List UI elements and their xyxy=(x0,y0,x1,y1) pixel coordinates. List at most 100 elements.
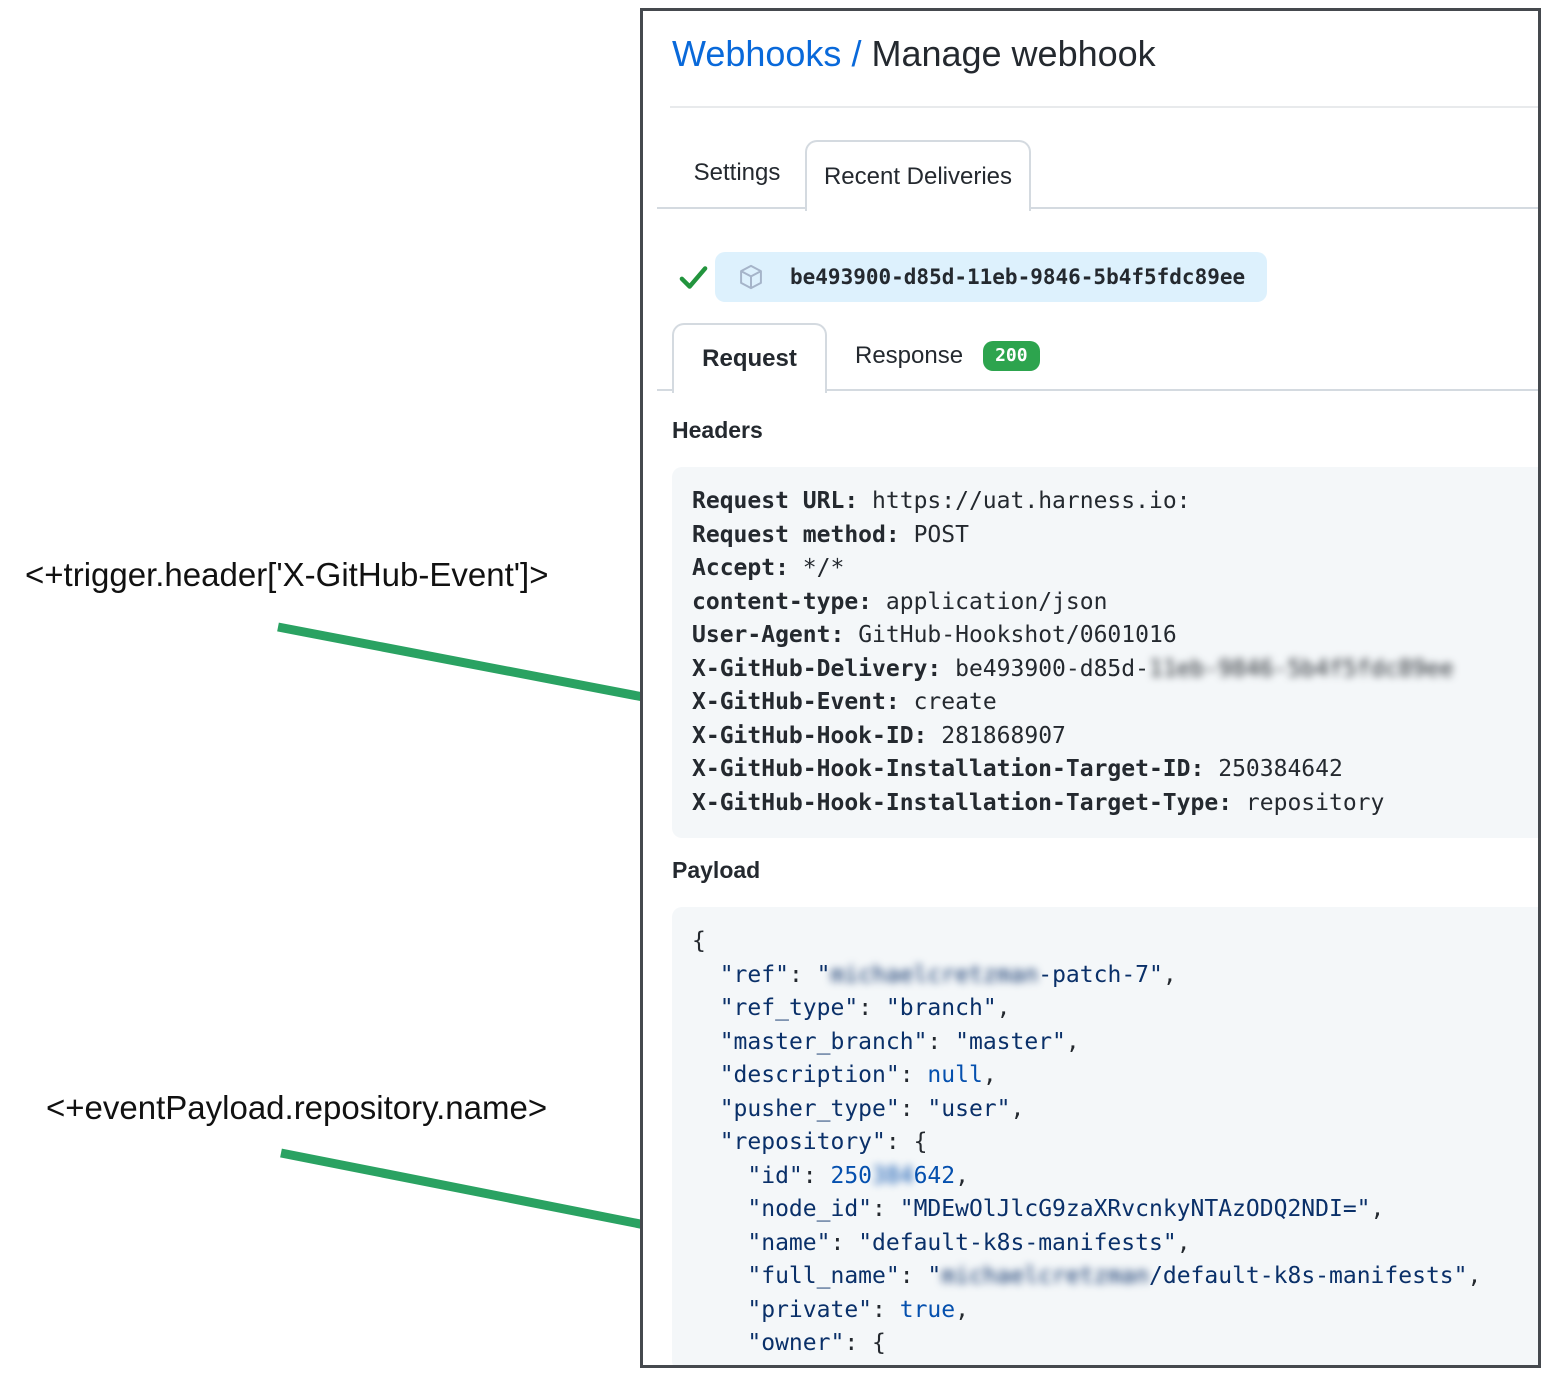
header-value: 250384642 xyxy=(1218,756,1343,782)
breadcrumb: Webhooks / Manage webhook xyxy=(672,33,1156,75)
payload-token: : xyxy=(872,1296,900,1323)
payload-token xyxy=(692,1330,747,1356)
payload-token: , xyxy=(1010,1095,1025,1122)
payload-token: -patch-7" xyxy=(1038,961,1163,988)
tab-recent-deliveries[interactable]: Recent Deliveries xyxy=(805,140,1031,211)
page-title: Manage webhook xyxy=(871,33,1156,74)
payload-line: "node_id": "MDEwOlJlcG9zaXRvcnkyNTAzODQ2… xyxy=(692,1193,1538,1227)
delivery-guid-pill[interactable]: be493900-d85d-11eb-9846-5b4f5fdc89ee xyxy=(715,252,1268,302)
payload-token: : { xyxy=(844,1330,886,1356)
payload-token xyxy=(692,962,720,988)
tab-request[interactable]: Request xyxy=(672,323,827,393)
payload-line: "name": "default-k8s-manifests", xyxy=(692,1227,1538,1261)
payload-line: "repository": { xyxy=(692,1126,1538,1160)
payload-token: : xyxy=(872,1196,900,1222)
header-value: repository xyxy=(1245,789,1385,816)
payload-token: "ref_type" xyxy=(719,995,859,1021)
payload-token: : { xyxy=(885,1129,928,1155)
payload-heading: Payload xyxy=(672,857,761,883)
payload-token: , xyxy=(1065,1028,1080,1055)
payload-token: , xyxy=(1176,1229,1191,1256)
payload-token xyxy=(692,1096,720,1122)
header-line: X-GitHub-Hook-Installation-Target-ID: 25… xyxy=(692,753,1538,787)
header-value: */* xyxy=(802,555,845,581)
payload-token: "id" xyxy=(747,1162,803,1189)
header-line: Accept: */* xyxy=(692,552,1538,586)
request-payload-box: { "ref": "michaelcretzman-patch-7", "ref… xyxy=(672,907,1538,1365)
payload-token xyxy=(692,1230,747,1256)
header-line: X-GitHub-Hook-Installation-Target-Type: … xyxy=(692,787,1538,821)
payload-line: "pusher_type": "user", xyxy=(692,1093,1538,1127)
tab-response-label: Response xyxy=(855,342,964,369)
payload-token: "name" xyxy=(747,1229,831,1256)
response-status-badge: 200 xyxy=(983,341,1040,371)
payload-token: : xyxy=(899,1062,928,1088)
payload-token: , xyxy=(982,1062,997,1088)
payload-token: "master" xyxy=(955,1028,1066,1055)
payload-token: 250 xyxy=(830,1162,873,1189)
breadcrumb-webhooks-link[interactable]: Webhooks xyxy=(672,33,842,74)
payload-token: "pusher_type" xyxy=(719,1095,900,1122)
payload-token: "branch" xyxy=(885,995,997,1021)
header-value: https://uat.harness.io: xyxy=(872,488,1191,514)
payload-token: "default-k8s-manifests" xyxy=(858,1229,1177,1256)
header-value-redacted: 11eb-9846-5b4f5fdc89ee xyxy=(1148,655,1454,682)
payload-token: " xyxy=(927,1263,942,1289)
headers-heading: Headers xyxy=(672,417,763,443)
payload-token: : xyxy=(899,1263,928,1289)
payload-token: "ref" xyxy=(719,961,789,988)
payload-token: : xyxy=(802,1162,831,1189)
payload-line: "ref": "michaelcretzman-patch-7", xyxy=(692,959,1538,993)
payload-token xyxy=(692,1029,720,1055)
header-key: X-GitHub-Hook-Installation-Target-ID: xyxy=(692,756,1205,782)
payload-token: "node_id" xyxy=(747,1196,873,1222)
payload-token: true xyxy=(899,1296,956,1323)
payload-line: "master_branch": "master", xyxy=(692,1026,1538,1060)
breadcrumb-separator: / xyxy=(841,33,872,74)
payload-token: , xyxy=(1370,1196,1385,1222)
payload-token: /default-k8s-manifests" xyxy=(1149,1263,1468,1289)
payload-line: "description": null, xyxy=(692,1059,1538,1093)
payload-token xyxy=(692,1129,720,1155)
header-key: X-GitHub-Delivery: xyxy=(692,655,942,682)
request-headers-box: Request URL: https://uat.harness.io:Requ… xyxy=(672,467,1538,838)
payload-token: "full_name" xyxy=(747,1263,900,1289)
payload-token xyxy=(692,1263,747,1289)
payload-token: "MDEwOlJlcG9zaXRvcnkyNTAzODQ2NDI=" xyxy=(899,1196,1371,1222)
header-line: Request URL: https://uat.harness.io: xyxy=(692,485,1538,519)
header-value: 281868907 xyxy=(941,722,1066,749)
title-divider xyxy=(670,106,1538,108)
payload-token: michaelcretzman xyxy=(941,1263,1149,1289)
check-icon xyxy=(679,266,708,289)
payload-line: "id": 250384642, xyxy=(692,1160,1538,1194)
subtab-bar-divider xyxy=(657,389,1538,391)
arrow-to-x-github-event xyxy=(277,622,670,710)
payload-line: "owner": { xyxy=(692,1327,1538,1361)
header-key: Request URL: xyxy=(692,488,859,514)
tab-bar-divider xyxy=(657,207,1538,209)
payload-line: "full_name": "michaelcretzman/default-k8… xyxy=(692,1260,1538,1294)
package-cube-icon xyxy=(740,264,762,290)
annotation-event-payload-expression: <+eventPayload.repository.name> xyxy=(46,1089,548,1126)
payload-token: , xyxy=(1162,961,1177,988)
payload-token xyxy=(692,995,720,1021)
payload-token: "owner" xyxy=(747,1330,845,1356)
header-key: X-GitHub-Hook-Installation-Target-Type: xyxy=(692,789,1233,816)
payload-token: : xyxy=(858,995,886,1021)
payload-token: michaelcretzman xyxy=(830,961,1039,988)
header-key: User-Agent: xyxy=(692,622,845,648)
header-line: X-GitHub-Hook-ID: 281868907 xyxy=(692,720,1538,754)
tab-settings[interactable]: Settings xyxy=(693,159,781,186)
payload-token: , xyxy=(955,1162,969,1189)
manage-webhook-panel: Webhooks / Manage webhook Settings Recen… xyxy=(640,8,1541,1368)
payload-token: : xyxy=(927,1028,956,1055)
header-line: X-GitHub-Event: create xyxy=(692,686,1538,720)
payload-token: , xyxy=(996,995,1011,1021)
tab-response[interactable]: Response 200 xyxy=(855,323,1040,389)
payload-token: "description" xyxy=(719,1062,900,1088)
payload-token xyxy=(692,1196,747,1222)
payload-token: "user" xyxy=(927,1095,1011,1122)
payload-line: { xyxy=(692,925,1538,959)
payload-token: "repository" xyxy=(719,1129,886,1155)
